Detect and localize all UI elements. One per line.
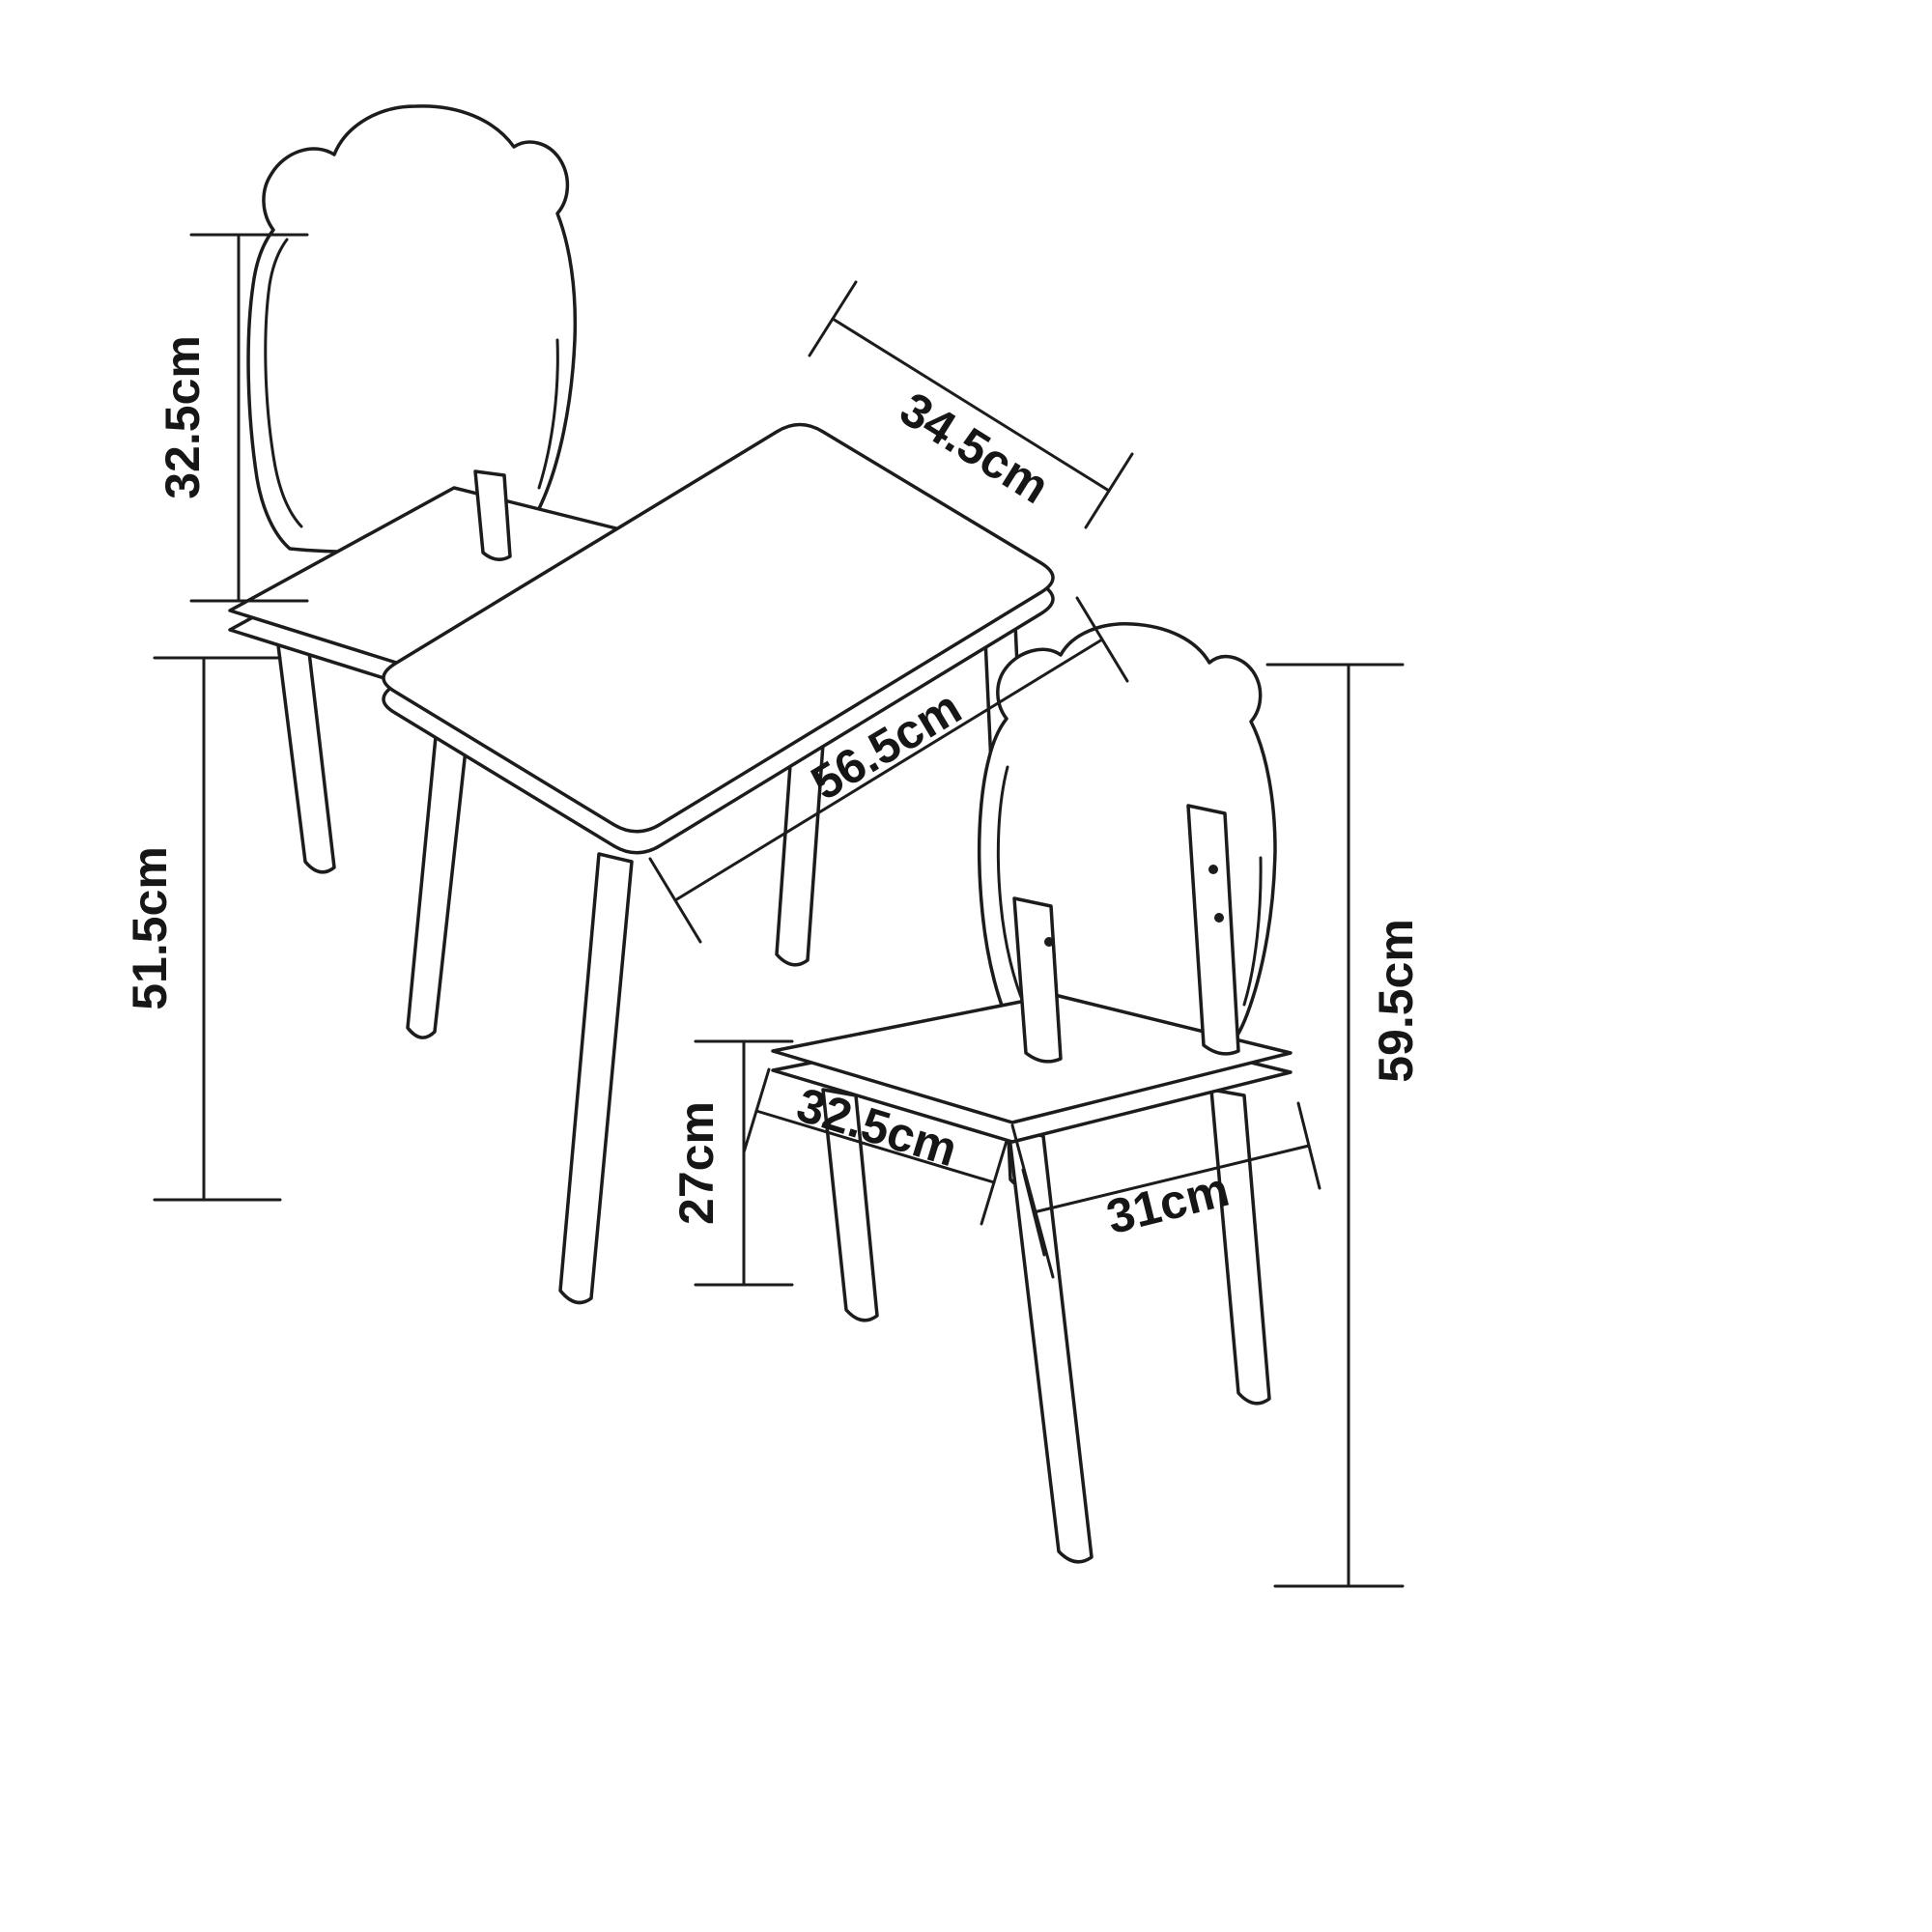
label-chair-total-height: 59.5cm [1369,919,1423,1083]
screw-dot [1208,865,1218,874]
screw-dot [1044,937,1054,947]
label-chair-back-height: 32.5cm [156,335,210,499]
dimension-chair-back-height [189,233,309,603]
chair-leg [1209,1088,1271,1406]
label-seat-height: 27cm [669,1101,724,1225]
screw-dot [1214,913,1224,923]
dimension-seat-width [742,1067,1009,1226]
backrest-thickness-line [537,338,559,490]
backrest-post [1186,804,1240,1056]
label-seat-depth: 31cm [1101,1162,1235,1244]
dimension-chair-total-height [1265,663,1405,1588]
table-leg [406,724,469,1039]
backrest-thickness-line [264,238,303,528]
front-chair [771,622,1293,1564]
bear-backrest [246,104,578,554]
dimension-table-height [153,656,282,1202]
dimension-seat-height [694,1039,794,1287]
dimension-table-depth [808,280,1134,529]
backrest-post [473,469,512,561]
chair-leg [274,628,336,874]
backrest-thickness-line [996,765,1028,1010]
backrest-thickness-line [1242,856,1263,1007]
table-top [382,422,1055,834]
dimension-table-length [648,596,1129,944]
chair-leg [821,1088,879,1322]
back-chair [228,104,668,874]
table-leg [558,852,634,1305]
dimension-seat-depth [1010,1101,1321,1279]
dimension-lines [153,233,1405,1588]
kids-table [382,422,1055,1305]
chair-leg [1007,1126,1094,1564]
label-table-height: 51.5cm [123,846,177,1010]
